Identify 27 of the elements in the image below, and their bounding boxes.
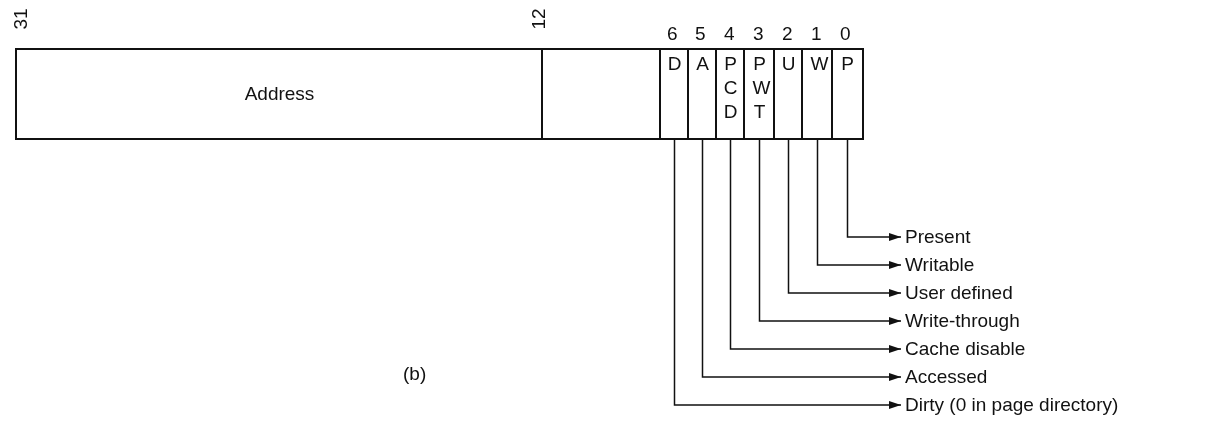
bit-number: 5 bbox=[695, 23, 706, 45]
arrow bbox=[729, 139, 902, 353]
bit-number: 12 bbox=[527, 8, 550, 30]
bit-number: 2 bbox=[782, 23, 793, 45]
bit-number: 31 bbox=[9, 8, 32, 30]
bit-number: 6 bbox=[667, 23, 678, 45]
bit-number: 1 bbox=[811, 23, 822, 45]
flag-description: Dirty (0 in page directory) bbox=[905, 394, 1119, 416]
address-field: Address bbox=[15, 48, 544, 140]
flag-description: User defined bbox=[905, 282, 1013, 304]
arrow bbox=[673, 139, 902, 409]
panel-label: (b) bbox=[403, 363, 427, 385]
bit-number: 3 bbox=[753, 23, 764, 45]
flag-description: Write-through bbox=[905, 310, 1020, 332]
bit-field: P bbox=[831, 48, 864, 140]
bit-number: 0 bbox=[840, 23, 851, 45]
flag-description: Writable bbox=[905, 254, 975, 276]
arrow bbox=[816, 139, 902, 269]
arrow bbox=[701, 139, 902, 381]
unused-field bbox=[541, 48, 662, 140]
arrow bbox=[787, 139, 902, 297]
arrow bbox=[758, 139, 902, 325]
bit-number: 4 bbox=[724, 23, 735, 45]
arrow bbox=[846, 139, 902, 241]
flag-description: Present bbox=[905, 226, 971, 248]
flag-description: Cache disable bbox=[905, 338, 1026, 360]
flag-description: Accessed bbox=[905, 366, 988, 388]
